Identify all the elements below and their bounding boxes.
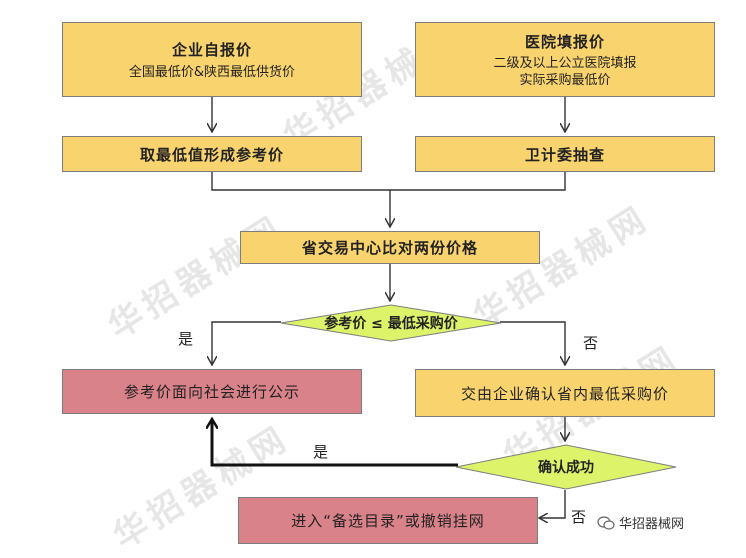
node-subtitle: 实际采购最低价 xyxy=(519,72,611,88)
compare-prices-box: 省交易中心比对两份价格 xyxy=(240,231,540,264)
node-title: 医院填报价 xyxy=(524,32,605,51)
health-commission-check-box: 卫计委抽查 xyxy=(415,136,715,172)
company-confirm-box: 交由企业确认省内最低采购价 xyxy=(415,369,715,417)
node-subtitle: 全国最低价&陕西最低供货价 xyxy=(128,64,296,80)
node-title: 省交易中心比对两份价格 xyxy=(301,239,478,257)
company-self-price-box: 企业自报价 全国最低价&陕西最低供货价 xyxy=(62,22,362,97)
node-subtitle: 二级及以上公立医院填报 xyxy=(493,55,637,71)
min-reference-price-box: 取最低值形成参考价 xyxy=(62,136,362,172)
public-announcement-box: 参考价面向社会进行公示 xyxy=(62,369,362,414)
brand-mark: 华招器械网 xyxy=(597,513,684,532)
edge-label-no: 否 xyxy=(571,508,587,526)
hospital-price-box: 医院填报价 二级及以上公立医院填报 实际采购最低价 xyxy=(415,22,715,97)
node-title: 取最低值形成参考价 xyxy=(139,145,284,164)
backup-catalog-box: 进入“备选目录”或撤销挂网 xyxy=(238,497,538,544)
edge-label-yes: 是 xyxy=(313,443,329,461)
decision-1-label: 参考价 ≤ 最低采购价 xyxy=(324,316,458,332)
decision-2-label: 确认成功 xyxy=(538,460,594,476)
wechat-icon xyxy=(597,515,615,530)
node-title: 交由企业确认省内最低采购价 xyxy=(460,384,669,403)
edge-label-no: 否 xyxy=(583,334,599,352)
decision-diamond-1 xyxy=(280,304,502,342)
node-title: 参考价面向社会进行公示 xyxy=(123,383,300,401)
brand-name: 华招器械网 xyxy=(619,517,685,532)
node-title: 进入“备选目录”或撤销挂网 xyxy=(291,512,485,530)
edge-label-yes: 是 xyxy=(178,330,194,348)
node-title: 卫计委抽查 xyxy=(524,145,605,164)
node-title: 企业自报价 xyxy=(171,40,252,59)
decision-diamond-2 xyxy=(455,444,677,490)
